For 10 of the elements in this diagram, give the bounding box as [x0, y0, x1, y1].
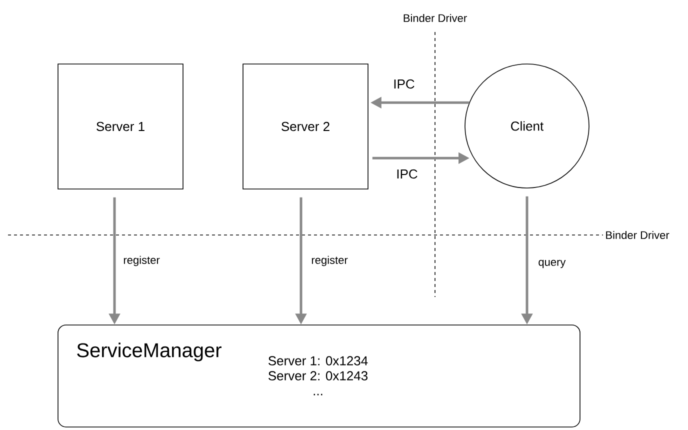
service-manager-box: ServiceManager Server 1: 0x1234 Server 2: 0x1243 ...	[58, 324, 580, 428]
layer-label: Binder Driver	[606, 230, 670, 240]
edge-label: IPC	[395, 168, 419, 180]
server-box: Server 2	[242, 64, 368, 190]
edge-label: query	[537, 258, 567, 270]
server-box: Server 1	[58, 64, 184, 190]
layer-label: Binder Driver	[404, 14, 467, 22]
edge-label: register	[310, 254, 349, 268]
edge-label: register	[122, 254, 161, 268]
edge-label: IPC	[392, 78, 416, 90]
